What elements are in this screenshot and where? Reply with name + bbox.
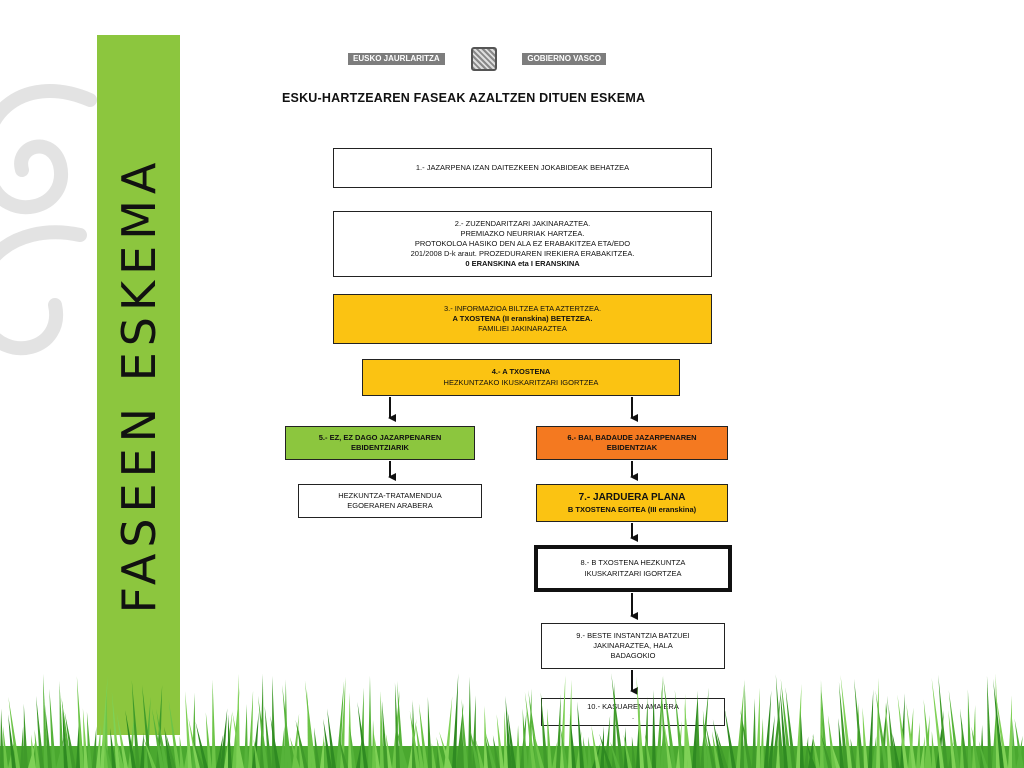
box-line: 4.- A TXOSTENA [491,367,551,377]
box-line: . [631,712,635,721]
grass-decoration [0,673,1024,768]
box-line: 201/2008 D-k araut. PROZEDURAREN IREKIER… [410,249,635,259]
scheme-title: ESKU-HARTZEAREN FASEAK AZALTZEN DITUEN E… [282,91,646,105]
box-line: JAKINARAZTEA, HALA [593,640,673,650]
box-line: 7.- JARDUERA PLANA [578,492,686,504]
box-line: EGOERAREN ARABERA [347,501,433,510]
logo-right-text: GOBIERNO VASCO [522,53,606,65]
government-logo: EUSKO JAURLARITZA GOBIERNO VASCO [348,47,606,71]
box-line: HEZKUNTZA-TRATAMENDUA [338,490,442,500]
box-line: 9.- BESTE INSTANTZIA BATZUEI [576,630,690,640]
box-line: 6.- BAI, BADAUDE JAZARPENAREN [567,432,697,442]
swirl-ornament [0,84,97,356]
box-line: 10.- KASUAREN AMAIERA [587,701,679,711]
box-line: 5.- EZ, EZ DAGO JAZARPENAREN [318,432,442,442]
box-line: EBIDENTZIARIK [351,443,409,452]
box-line: 3.- INFORMAZIOA BILTZEA ETA AZTERTZEA. [443,303,602,313]
phase-box-3: 3.- INFORMAZIOA BILTZEA ETA AZTERTZEA.A … [333,294,712,344]
coat-of-arms-icon [470,47,497,71]
box-line: A TXOSTENA (II eranskina) BETETZEA. [452,313,593,323]
box-line: 1.- JAZARPENA IZAN DAITEZKEEN JOKABIDEAK… [415,162,630,172]
box-line: B TXOSTENA EGITEA (III eranskina) [567,504,697,514]
box-line: HEZKUNTZAKO IKUSKARITZARI IGORTZEA [443,377,599,387]
box-line: 8.- B TXOSTENA HEZKUNTZA [580,558,686,568]
box-line: PROTOKOLOA HASIKO DEN ALA EZ ERABAKITZEA… [414,238,631,248]
phase-box-1: 1.- JAZARPENA IZAN DAITEZKEEN JOKABIDEAK… [333,148,712,188]
phase-box-2: 2.- ZUZENDARITZARI JAKINARAZTEA.PREMIAZK… [333,211,712,277]
sidebar-band: FASEEN ESKEMA [97,35,180,735]
box-line: PREMIAZKO NEURRIAK HARTZEA. [460,228,585,238]
box-line: EBIDENTZIAK [606,443,658,452]
logo-left-text: EUSKO JAURLARITZA [348,53,445,65]
box-line: IKUSKARITZARI IGORTZEA [584,568,682,578]
box-line: BADAGOKIO [610,651,656,661]
box-line: 0 ERANSKINA eta I ERANSKINA [465,259,580,269]
box-line: FAMILIEI JAKINARAZTEA [478,324,567,334]
sidebar-title: FASEEN ESKEMA [111,156,166,614]
box-line: 2.- ZUZENDARITZARI JAKINARAZTEA. [454,218,591,228]
